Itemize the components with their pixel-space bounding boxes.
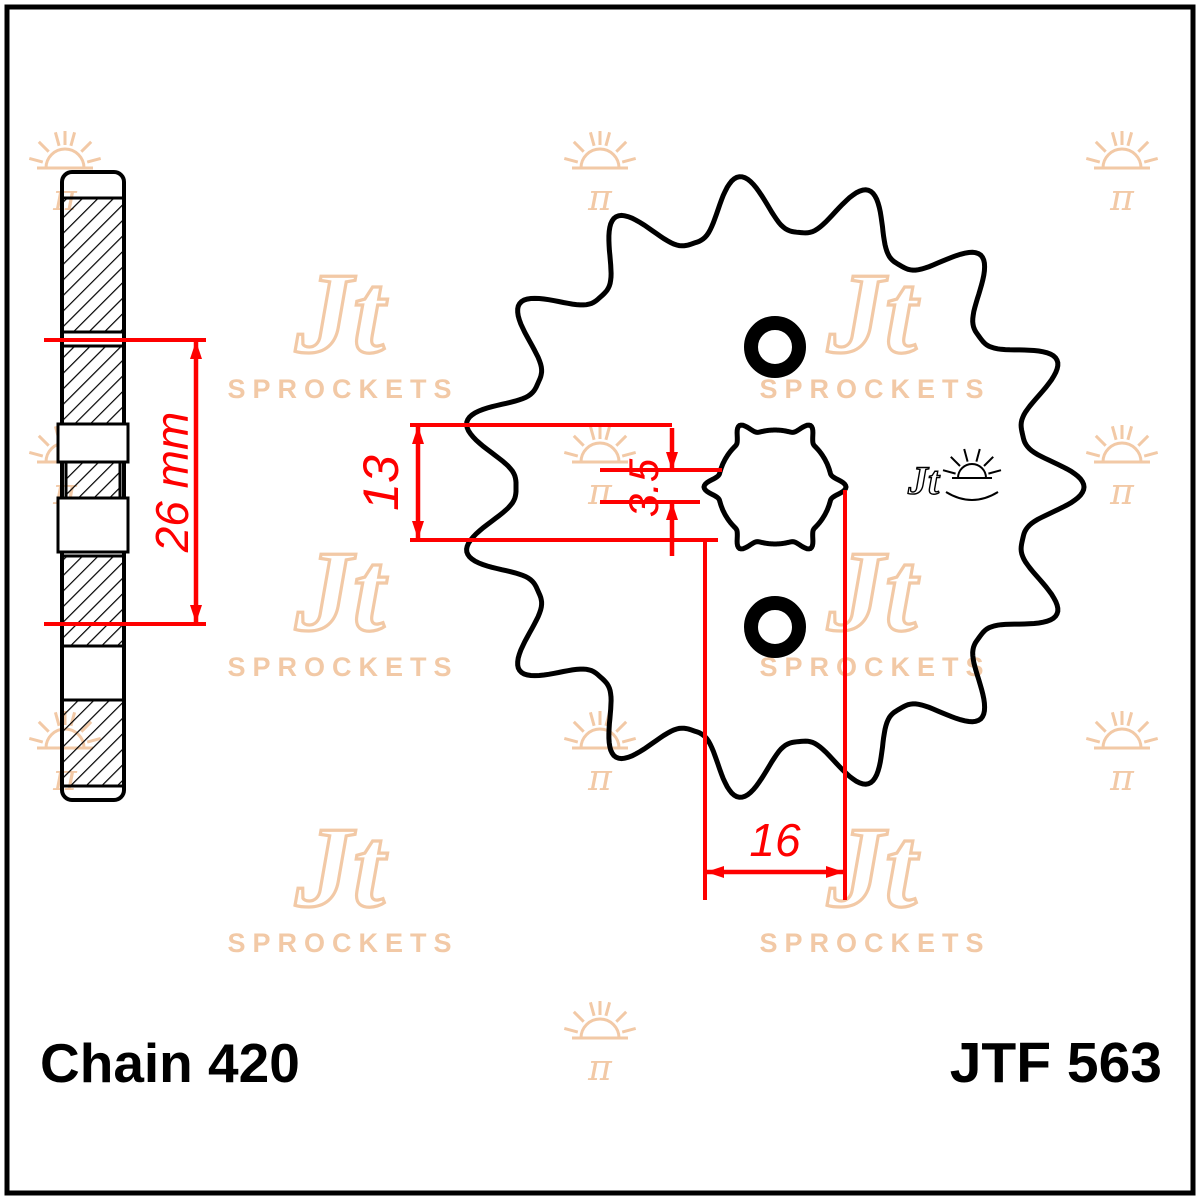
arrow-right-icon — [826, 866, 844, 878]
arrow-up-icon — [190, 341, 202, 359]
side-hatch-block — [60, 698, 126, 788]
dimension-26mm-label: 26 mm — [146, 412, 198, 554]
dimension-13: 13 — [353, 423, 718, 542]
dimension-16: 16 — [703, 490, 847, 900]
sprocket-front-view: Jt — [464, 174, 1087, 800]
border-frame — [4, 4, 1196, 1196]
dimension-16-label: 16 — [749, 814, 801, 866]
arrow-up-icon — [412, 426, 424, 444]
mounting-hole-bottom — [744, 596, 806, 658]
sprocket-side-view — [56, 170, 130, 802]
stamp-brand-text: Jt — [907, 458, 941, 503]
side-hub-flange — [56, 496, 130, 554]
arrow-left-icon — [706, 866, 724, 878]
part-number-label: JTF 563 — [950, 1031, 1162, 1095]
dimension-3-5-label: 3.5 — [620, 458, 667, 517]
side-view-outline — [60, 170, 126, 802]
side-hub-flange — [56, 422, 130, 464]
arrow-down-icon — [412, 521, 424, 539]
side-hatch-block — [60, 554, 126, 648]
dimension-13-label: 13 — [353, 455, 409, 511]
arrow-down-icon — [666, 452, 678, 470]
mounting-hole-top — [744, 316, 806, 378]
dimension-3-5: 3.5 — [600, 428, 722, 556]
side-hatch-block — [60, 344, 126, 426]
chain-size-label: Chain 420 — [40, 1032, 300, 1094]
splined-bore-outline — [701, 422, 849, 552]
jt-stamp: Jt — [906, 448, 1002, 504]
sprocket-teeth-outline — [464, 174, 1087, 800]
dimension-26mm: 26 mm — [44, 338, 206, 626]
arrow-down-icon — [190, 605, 202, 623]
arrow-up-icon — [666, 502, 678, 520]
side-hatch-block — [60, 196, 126, 334]
side-hatch-block — [64, 460, 122, 500]
